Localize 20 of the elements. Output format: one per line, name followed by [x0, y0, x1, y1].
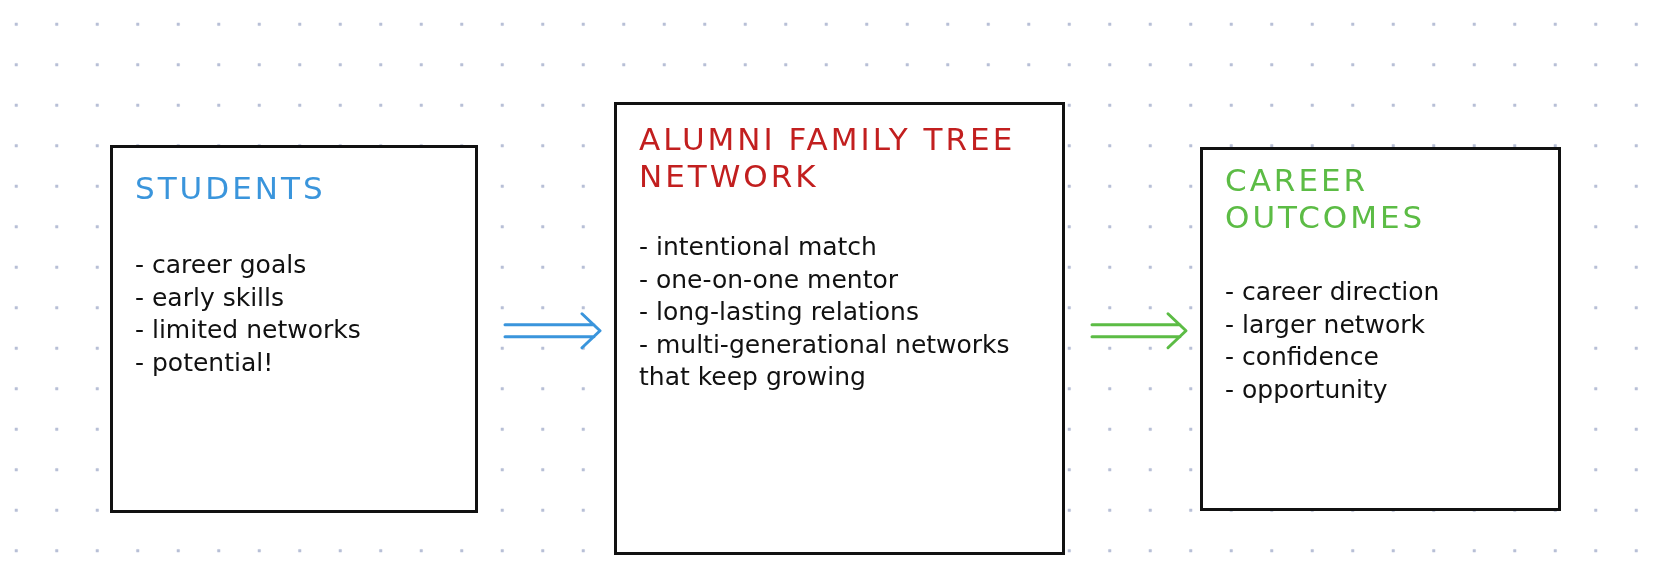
bullet-item: - intentional match	[639, 231, 878, 264]
note-card	[1200, 147, 1561, 511]
card-heading: STUDENTS	[135, 170, 327, 208]
note-card	[614, 102, 1065, 555]
note-card	[110, 145, 478, 513]
card-heading: CAREER OUTCOMES	[1225, 162, 1427, 237]
bullet-item: - confidence	[1225, 341, 1380, 374]
bullet-item: - multi-generational networks that keep growing	[639, 328, 1011, 394]
bullet-item: - potential!	[135, 346, 275, 379]
bullet-item: - early skills	[135, 281, 285, 314]
double-arrow	[503, 312, 602, 350]
bullet-item: - limited networks	[135, 314, 362, 347]
bullet-item: - long-lasting relations	[639, 296, 920, 329]
bullet-item: - opportunity	[1225, 373, 1389, 406]
bullet-item: - larger network	[1225, 308, 1427, 341]
bullet-item: - one-on-one mentor	[639, 263, 900, 296]
double-arrow	[1090, 312, 1188, 350]
card-heading: ALUMNI FAMILY TREE NETWORK	[639, 121, 1017, 196]
bullet-item: - career goals	[135, 249, 308, 282]
bullet-item: - career direction	[1225, 276, 1441, 309]
